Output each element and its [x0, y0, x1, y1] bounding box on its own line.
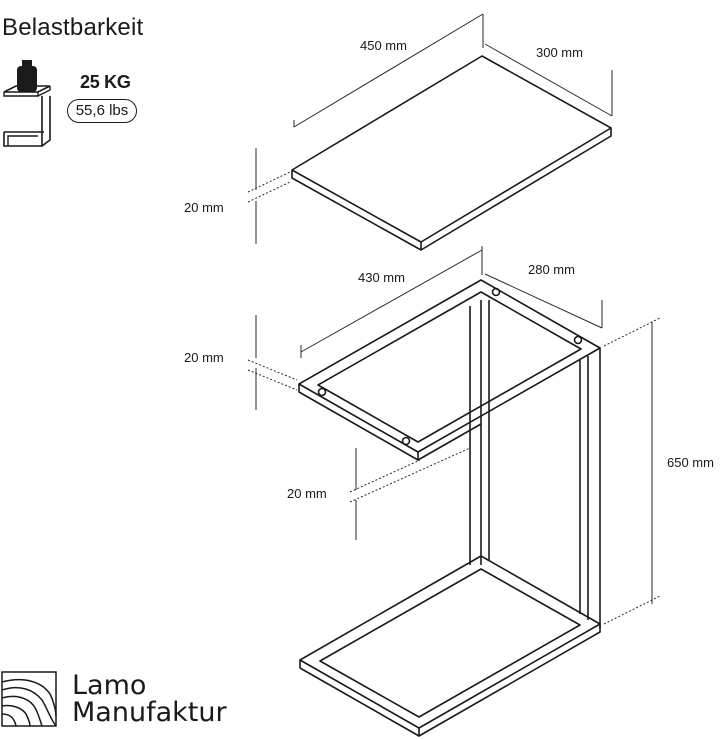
frame-profile-label: 20 mm [287, 486, 327, 501]
top-board-dimension-lines [247, 13, 613, 244]
frame-depth-label: 280 mm [528, 262, 575, 277]
c-frame [298, 279, 601, 737]
load-lbs-badge: 55,6 lbs [67, 99, 137, 123]
top-thickness-label: 20 mm [184, 200, 224, 215]
brand-line-1: Lamo [72, 670, 147, 701]
total-height-label: 650 mm [667, 455, 714, 470]
frame-thickness-label: 20 mm [184, 350, 224, 365]
frame-width-label: 430 mm [358, 270, 405, 285]
wood-grain-logo-icon [1, 671, 57, 727]
top-width-label: 450 mm [360, 38, 407, 53]
top-depth-label: 300 mm [536, 45, 583, 60]
load-capacity-title: Belastbarkeit [2, 14, 144, 41]
load-kg-value: 25 KG [80, 72, 131, 92]
table-top-board [291, 55, 612, 251]
frame-dimension-lines [247, 246, 661, 625]
weight-on-table-icon [3, 60, 51, 147]
brand-name: Lamo Manufaktur [72, 672, 227, 726]
brand-line-2: Manufaktur [72, 697, 227, 728]
